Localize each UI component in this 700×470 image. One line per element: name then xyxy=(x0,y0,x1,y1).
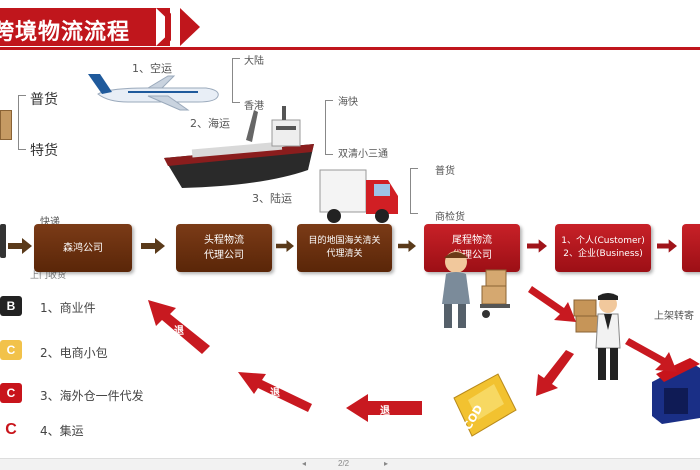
side-item-business: 1、商业件 xyxy=(40,301,96,315)
return-arrow-icon xyxy=(536,350,574,396)
title-rule xyxy=(0,47,700,50)
shelf-transfer-label: 上架转寄 xyxy=(654,311,694,322)
flow-box-next xyxy=(682,224,700,272)
express-label: 快递 xyxy=(40,217,60,228)
flow-box-recipient: 1、个人(Customer) 2、企业(Business) xyxy=(555,224,651,272)
side-item-ecommerce: 2、电商小包 xyxy=(40,346,108,360)
courier-icon xyxy=(442,251,510,328)
page-title: 跨境物流流程 xyxy=(0,20,131,45)
flow-box-first-mile: 头程物流 代理公司 xyxy=(176,224,272,272)
return-arrow-icon xyxy=(148,300,210,354)
brace xyxy=(18,95,26,150)
sea-dest-2: 双清小三通 xyxy=(338,149,388,160)
mode-sea-label: 2、海运 xyxy=(190,117,230,130)
flow-arrow-icon xyxy=(657,239,677,253)
flow-arrow-icon xyxy=(527,239,547,253)
mode-air-label: 1、空运 xyxy=(132,62,172,75)
return-arrow-icon xyxy=(625,338,677,372)
goods-special: 特货 xyxy=(30,143,58,159)
c-icon: C xyxy=(0,383,22,403)
brace xyxy=(232,58,240,103)
land-dest-2: 商检货 xyxy=(435,212,465,223)
next-page-icon[interactable]: ▸ xyxy=(384,459,389,468)
footer-bar xyxy=(0,458,700,470)
pickup-label: 上门收货 xyxy=(30,271,67,281)
side-item-overseas-warehouse: 3、海外仓一件代发 xyxy=(40,389,144,403)
flow-box-senhong: 森鸿公司 xyxy=(34,224,132,272)
source-phone-icon xyxy=(0,224,6,258)
flow-arrow-icon xyxy=(276,240,294,252)
return-arrow-icon xyxy=(238,372,312,412)
side-item-consolidation: 4、集运 xyxy=(40,424,84,438)
sea-dest-1: 海快 xyxy=(338,97,358,108)
land-dest-1: 普货 xyxy=(435,166,455,177)
return-label: 退 xyxy=(380,406,390,417)
return-label: 退 xyxy=(270,388,280,399)
warehouse-icon xyxy=(652,358,700,424)
flow-box-last-mile: 尾程物流 代理公司 xyxy=(424,224,520,272)
c-icon: C xyxy=(0,420,22,440)
b-icon: B xyxy=(0,296,22,316)
air-dest-1: 大陆 xyxy=(244,56,264,67)
package-icon xyxy=(0,110,12,140)
title-banner xyxy=(0,8,170,46)
page-indicator: 2/2 xyxy=(338,459,350,468)
c-icon: C xyxy=(0,340,22,360)
flow-arrow-icon xyxy=(398,240,416,252)
prev-page-icon[interactable]: ◂ xyxy=(302,459,307,468)
goods-general: 普货 xyxy=(30,92,58,108)
return-arrow-icon xyxy=(528,286,576,322)
flow-box-customs: 目的地国海关清关 代理清关 xyxy=(297,224,392,272)
mode-land-label: 3、陆运 xyxy=(252,192,292,205)
return-arrow-icon xyxy=(346,394,422,422)
truck-icon xyxy=(319,169,398,223)
flow-arrow-icon xyxy=(8,238,32,254)
chevron-icon xyxy=(180,8,200,46)
delivery-man-icon xyxy=(573,293,621,380)
brace xyxy=(325,100,333,155)
airplane-icon xyxy=(88,74,219,111)
brace xyxy=(410,168,418,214)
cod-money-icon xyxy=(453,373,517,437)
air-dest-2: 香港 xyxy=(244,101,264,112)
flow-arrow-icon xyxy=(141,238,165,254)
ship-icon xyxy=(164,106,314,188)
return-label: 退 xyxy=(174,326,184,337)
